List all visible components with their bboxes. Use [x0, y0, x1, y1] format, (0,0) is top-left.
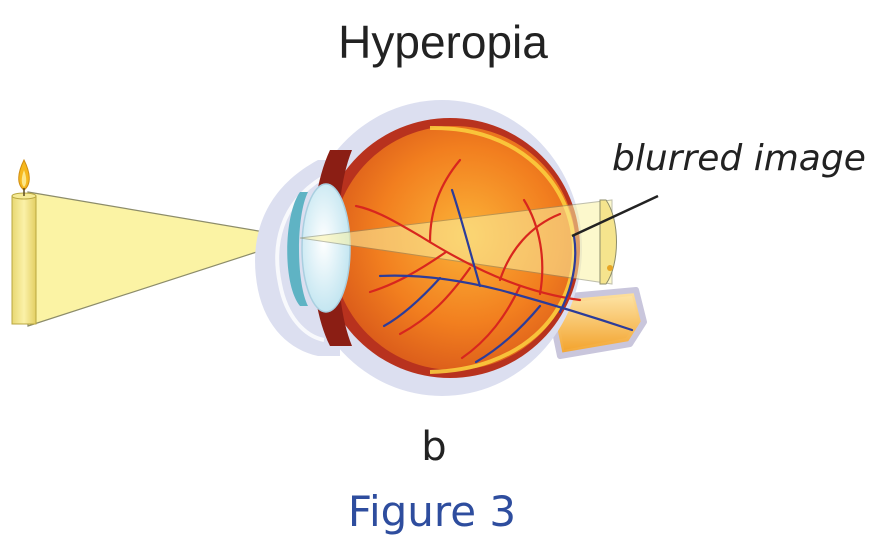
- annotation-blurred-image: blurred image: [612, 138, 866, 179]
- blurred-image-screen: [600, 200, 617, 284]
- candle-icon: [12, 160, 36, 324]
- panel-label: b: [421, 424, 446, 470]
- lens: [302, 184, 350, 312]
- figure-label: Figure 3: [348, 487, 516, 536]
- diagram-title: Hyperopia: [338, 16, 548, 68]
